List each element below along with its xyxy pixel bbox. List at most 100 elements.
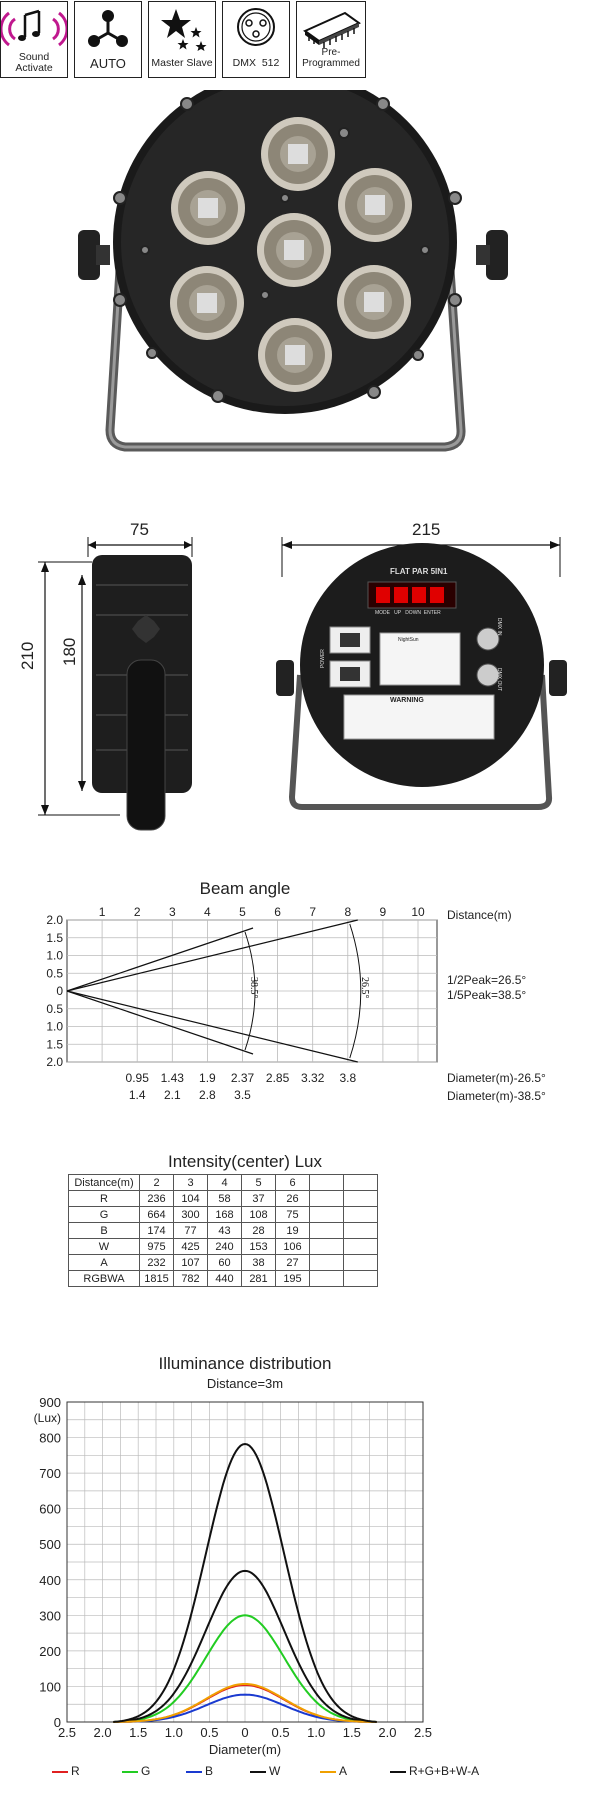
beam-line-inner-bottom xyxy=(66,990,254,1055)
side-view-drawing xyxy=(38,537,193,831)
sound-wave-music-icon xyxy=(1,9,67,47)
lux-x-tick: 2.5 xyxy=(58,1725,76,1740)
legend-label: G xyxy=(141,1764,151,1778)
intensity-cell xyxy=(343,1206,378,1223)
lux-series-a xyxy=(113,1683,377,1723)
lux-x-tick: 2.0 xyxy=(378,1725,396,1740)
intensity-cell: 174 xyxy=(139,1222,174,1239)
beam-distance-tick: 1 xyxy=(99,905,106,919)
legend-label: B xyxy=(205,1764,214,1778)
intensity-cell xyxy=(343,1174,378,1191)
feature-label-dmx: DMX 512 xyxy=(232,57,280,69)
legend-item: W xyxy=(250,1764,280,1778)
intensity-cell xyxy=(343,1190,378,1207)
beam-line-outer-top xyxy=(66,919,358,992)
feature-master-slave: Master Slave xyxy=(148,1,216,78)
legend-item: G xyxy=(122,1764,150,1778)
legend-label: R xyxy=(71,1764,80,1778)
intensity-cell: 168 xyxy=(207,1206,242,1223)
intensity-cell: 240 xyxy=(207,1238,242,1255)
beam-fifth-peak: 1/5Peak=38.5° xyxy=(447,988,527,1002)
lux-y-tick: 200 xyxy=(39,1644,61,1659)
back-panel-brand: NightSun xyxy=(398,637,419,643)
lux-y-tick: 0 xyxy=(54,1715,61,1730)
intensity-cell xyxy=(309,1174,344,1191)
dim-depth-label: 75 xyxy=(130,520,149,539)
beam-diam-265-value: 2.37 xyxy=(231,1071,255,1085)
beam-line-outer-bottom xyxy=(66,990,358,1063)
intensity-cell xyxy=(343,1238,378,1255)
beam-diam-385-value: 2.8 xyxy=(199,1088,216,1102)
legend-swatch xyxy=(320,1770,336,1773)
beam-distance-tick: 10 xyxy=(411,905,425,919)
beam-half-peak: 1/2Peak=26.5° xyxy=(447,973,527,987)
beam-arc-inner xyxy=(244,931,256,1051)
intensity-cell xyxy=(309,1254,344,1271)
intensity-cell: 232 xyxy=(139,1254,174,1271)
beam-line-inner-top xyxy=(66,927,254,992)
legend-item: A xyxy=(320,1764,347,1778)
intensity-cell: 77 xyxy=(173,1222,208,1239)
beam-distance-tick: 3 xyxy=(169,905,176,919)
intensity-cell: 28 xyxy=(241,1222,276,1239)
lux-x-tick: 2.0 xyxy=(94,1725,112,1740)
intensity-cell xyxy=(309,1238,344,1255)
intensity-cell xyxy=(343,1222,378,1239)
intensity-row-label: B xyxy=(68,1222,140,1239)
intensity-cell: 6 xyxy=(275,1174,310,1191)
lux-y-tick: 100 xyxy=(39,1679,61,1694)
legend-swatch xyxy=(390,1770,406,1773)
intensity-cell: 60 xyxy=(207,1254,242,1271)
feature-label-auto: AUTO xyxy=(90,56,126,71)
lux-y-tick: 700 xyxy=(39,1466,61,1481)
back-panel-warning: WARNING xyxy=(390,697,424,704)
intensity-cell: 58 xyxy=(207,1190,242,1207)
lux-series-g xyxy=(113,1614,377,1723)
intensity-row-label: W xyxy=(68,1238,140,1255)
beam-diam-265-label: Diameter(m)-26.5° xyxy=(447,1071,546,1085)
intensity-title: Intensity(center) Lux xyxy=(167,1152,322,1171)
legend-label: W xyxy=(269,1764,281,1778)
beam-diam-265-value: 3.32 xyxy=(301,1071,325,1085)
beam-arc-inner-label: 38.5° xyxy=(248,977,259,999)
intensity-cell: 75 xyxy=(275,1206,310,1223)
beam-y-tick: 1.5 xyxy=(46,1037,63,1051)
feature-dmx512: DMX 512 xyxy=(222,1,290,78)
beam-distance-tick: 2 xyxy=(134,905,141,919)
intensity-cell xyxy=(343,1270,378,1287)
intensity-cell xyxy=(343,1254,378,1271)
intensity-cell: 38 xyxy=(241,1254,276,1271)
beam-distance-tick: 8 xyxy=(344,905,351,919)
intensity-row-label: R xyxy=(68,1190,140,1207)
lux-y-tick: 500 xyxy=(39,1537,61,1552)
intensity-cell: 281 xyxy=(241,1270,276,1287)
legend-swatch xyxy=(122,1770,138,1773)
beam-y-tick: 1.0 xyxy=(46,1020,63,1034)
intensity-cell: 26 xyxy=(275,1190,310,1207)
legend-swatch xyxy=(250,1770,266,1773)
lux-x-tick: 1.0 xyxy=(307,1725,325,1740)
beam-diam-265-value: 1.43 xyxy=(161,1071,185,1085)
intensity-cell xyxy=(309,1222,344,1239)
lux-frame xyxy=(66,1401,424,1723)
legend-item: R+G+B+W-A xyxy=(390,1764,479,1778)
legend-swatch xyxy=(186,1770,202,1773)
intensity-cell: 440 xyxy=(207,1270,242,1287)
intensity-cell: 37 xyxy=(241,1190,276,1207)
beam-y-tick: 0.5 xyxy=(46,966,63,980)
lux-x-tick: 0.5 xyxy=(272,1725,290,1740)
intensity-row-label: A xyxy=(68,1254,140,1271)
intensity-cell: 4 xyxy=(207,1174,242,1191)
lux-y-tick: 300 xyxy=(39,1608,61,1623)
lux-x-tick: 2.5 xyxy=(414,1725,432,1740)
beam-y-tick: 1.0 xyxy=(46,949,63,963)
intensity-cell: 153 xyxy=(241,1238,276,1255)
beam-distance-tick: 9 xyxy=(380,905,387,919)
